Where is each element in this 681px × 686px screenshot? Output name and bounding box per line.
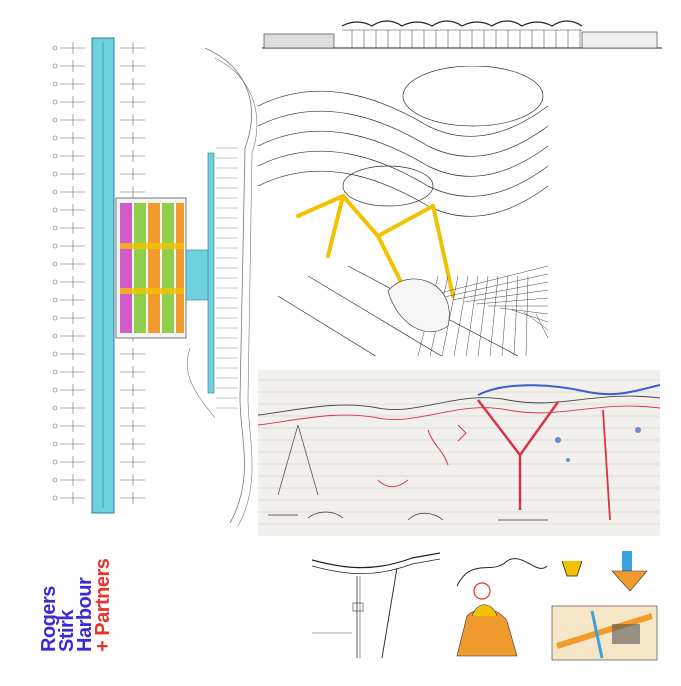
colour-sketches	[452, 546, 662, 662]
axonometric-icon	[258, 66, 548, 356]
sketch-collage-icon	[456, 551, 658, 661]
floor-plan-icon	[52, 37, 258, 527]
detail-icon	[312, 552, 440, 658]
concept-sketch-section	[258, 370, 660, 536]
section-elevation	[262, 12, 662, 54]
brand-logo: Rogers Stirk Harbour + Partners	[38, 512, 114, 652]
sketch-icon	[258, 379, 660, 525]
site-plan	[40, 18, 265, 528]
roof-edge-detail	[312, 548, 440, 658]
brand-line-4: + Partners	[92, 558, 114, 652]
elevation-icon	[262, 20, 662, 49]
axonometric-roof	[258, 66, 548, 356]
